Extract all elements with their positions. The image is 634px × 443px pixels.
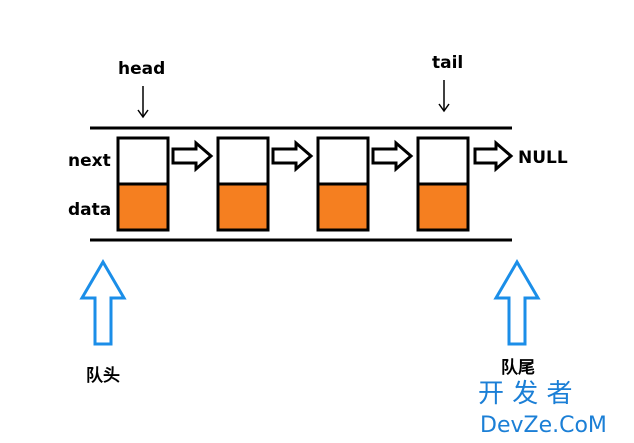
- next-label: next: [68, 151, 111, 171]
- node-2-next-field: [216, 136, 270, 186]
- list-node-3: [316, 136, 370, 232]
- watermark-line-2: DevZe.CoM: [480, 413, 607, 438]
- head-label: head: [118, 59, 165, 79]
- queue-tail-arrow-icon: [493, 259, 541, 346]
- node-4-data-field: [416, 182, 470, 232]
- node-2-data-field: [216, 182, 270, 232]
- queue-head-arrow-icon: [79, 259, 127, 346]
- queue-tail-label: 队尾: [501, 357, 535, 378]
- watermark-line-1: 开 发 者: [478, 379, 573, 409]
- node-3-next-field: [316, 136, 370, 186]
- tail-down-arrow: [438, 80, 450, 113]
- node-3-data-field: [316, 182, 370, 232]
- node-1-data-field: [116, 182, 170, 232]
- list-node-2: [216, 136, 270, 232]
- node-1-next-field: [116, 136, 170, 186]
- list-node-1: [116, 136, 170, 232]
- link-arrow-2: [271, 139, 314, 173]
- tail-label: tail: [432, 53, 463, 73]
- link-arrow-4: [473, 139, 514, 173]
- node-4-next-field: [416, 136, 470, 186]
- null-label: NULL: [518, 148, 568, 168]
- data-label: data: [68, 200, 111, 220]
- list-node-4: [416, 136, 470, 232]
- queue-head-label: 队头: [86, 365, 120, 386]
- link-arrow-1: [171, 139, 214, 173]
- head-down-arrow: [137, 86, 149, 119]
- link-arrow-3: [371, 139, 414, 173]
